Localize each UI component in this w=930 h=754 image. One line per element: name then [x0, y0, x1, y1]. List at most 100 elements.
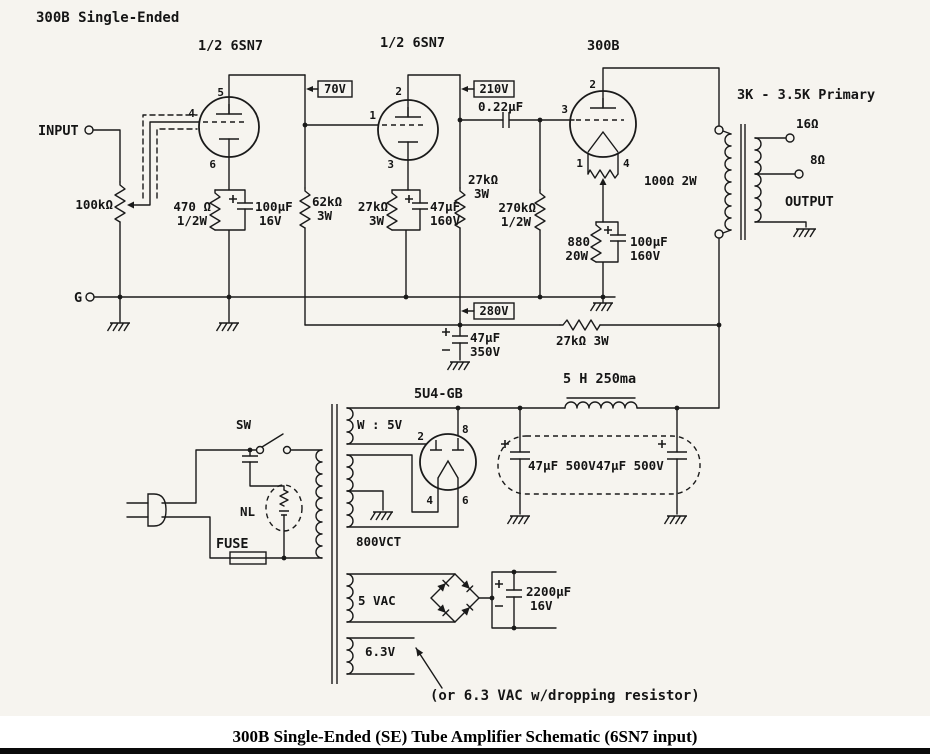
label-fuse: FUSE [216, 536, 249, 552]
label-tube3: 300B [587, 38, 620, 54]
label-input-pot: 100kΩ [75, 197, 113, 212]
polarity-marks [229, 195, 666, 607]
label-tube1: 1/2 6SN7 [198, 38, 263, 54]
label-r-cathode2: 27kΩ [358, 199, 388, 214]
label-output: OUTPUT [785, 194, 834, 210]
figure-caption: 300B Single-Ended (SE) Tube Amplifier Sc… [233, 727, 698, 746]
label-r-cathode3: 880 [567, 234, 590, 249]
rectifier-wires [346, 407, 459, 528]
label-c-cathode1-volt: 16V [259, 213, 282, 228]
ground-icon [215, 322, 240, 332]
wiring [92, 67, 807, 689]
ground-symbols [106, 228, 817, 525]
resistor-dropper [559, 319, 601, 331]
ground-icon [506, 515, 531, 525]
pin-rect-plate-left: 4 [426, 494, 433, 507]
label-r-plate1-watt: 3W [317, 208, 333, 223]
input-terminal [84, 125, 94, 135]
resistor-cathode1 [209, 189, 221, 231]
tube-5u4gb [419, 433, 477, 491]
opt-secondary-wires [754, 137, 807, 228]
opt-core [740, 124, 746, 240]
resistor-input-pot [114, 181, 126, 223]
label-r-cathode3-watt: 20W [565, 248, 588, 263]
decoupling-cap-wires [452, 324, 468, 361]
pot-wiper-arrow [127, 201, 134, 209]
pt-primary-coil [315, 449, 323, 559]
pin-v2-cathode: 3 [387, 158, 394, 171]
output-transformer [714, 124, 804, 240]
label-input: INPUT [38, 123, 79, 139]
ground-icon [106, 322, 131, 332]
pt-core [331, 404, 338, 684]
pt-5vac-winding [346, 573, 354, 623]
ground-icon [369, 511, 394, 521]
tube-6sn7-first [198, 96, 260, 158]
filter-cap-wires [497, 407, 701, 515]
stage1-plate-wire [228, 74, 306, 115]
pin-v1-plate: 5 [217, 86, 224, 99]
voltage-callout-210v: 210V [461, 80, 515, 98]
label-choke: 5 H 250ma [563, 371, 636, 387]
resistor-grid3 [534, 189, 546, 231]
label-switch: SW [236, 417, 252, 432]
caption-strip [0, 716, 930, 754]
label-c-coupling: 0.22µF [478, 99, 523, 114]
label-r-plate1: 62kΩ [312, 194, 342, 209]
label-winding-5vac: 5 VAC [358, 593, 396, 608]
pin-rect-fil-right: 8 [462, 423, 469, 436]
stage1-cathode-wires [214, 138, 253, 323]
pin-v2-plate: 2 [395, 85, 402, 98]
label-tap8: 8Ω [810, 152, 825, 167]
output-plate-wire [602, 67, 720, 127]
label-tube2: 1/2 6SN7 [380, 35, 445, 51]
pin-v3-plate: 2 [589, 78, 596, 91]
neon-lamp-icon [265, 484, 303, 559]
label-ground: G [74, 290, 82, 306]
label-r-grid3-watt: 1/2W [501, 214, 532, 229]
pin-rect-plate-right: 6 [462, 494, 469, 507]
voltage-callout-70v: 70V [306, 80, 353, 98]
opt-primary-coil [724, 133, 732, 231]
label-winding-5v: W : 5V [357, 417, 403, 432]
output-cathode-wires [587, 152, 626, 303]
pt-5v-winding [346, 407, 354, 445]
resistor-cathode3 [590, 221, 602, 263]
label-r-cathode1-watt: 1/2W [177, 213, 208, 228]
ground-icon [446, 361, 471, 371]
label-c-cathode2-volt: 160V [430, 213, 461, 228]
shield-cable-dash-outer [142, 114, 198, 199]
ground-icon [663, 515, 688, 525]
label-r-plate2-watt: 3W [474, 186, 490, 201]
label-r-cathode1: 470 Ω [173, 199, 211, 214]
switch-lever [261, 433, 284, 448]
power-transformer [315, 404, 354, 684]
label-tap16: 16Ω [796, 116, 819, 131]
stage2-plate-wire [407, 74, 461, 118]
filter-cap-enclosure [497, 435, 701, 495]
junction-dots [117, 117, 722, 631]
label-heater-note: (or 6.3 VAC w/dropping resistor) [430, 688, 700, 704]
bridge-wires [346, 571, 557, 629]
hum-pot-wiper-arrow [599, 178, 607, 185]
bottom-border-bar [0, 748, 930, 754]
page-title: 300B Single-Ended [36, 10, 179, 26]
label-c-cathode3-volt: 160V [630, 248, 661, 263]
label-c-fil: 2200µF [526, 584, 571, 599]
terminal-16ohm [785, 133, 795, 143]
label-rectifier: 5U4-GB [414, 386, 463, 402]
choke-coil [564, 401, 638, 409]
hum-pot-resistor [587, 169, 619, 179]
input-section-wires [92, 114, 200, 323]
label-c-cathode3: 100µF [630, 234, 668, 249]
pin-v3-fil-left: 1 [576, 157, 583, 170]
resistor-cathode2 [386, 189, 398, 231]
pt-63v-winding [346, 637, 354, 675]
stage2-cathode-wires [391, 189, 428, 298]
ground-icon [589, 302, 614, 312]
label-r-plate2: 27kΩ [468, 172, 498, 187]
pin-v1-grid: 4 [188, 107, 195, 120]
pin-v3-grid: 3 [561, 103, 568, 116]
heater-winding-wires [346, 637, 443, 689]
resistor-plate1 [299, 187, 311, 229]
